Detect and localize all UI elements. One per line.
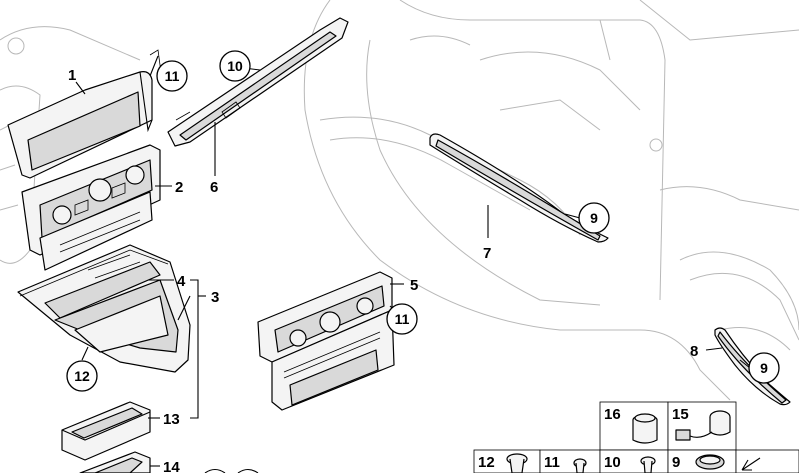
- part-2-climate-panel: [21, 144, 161, 271]
- callout-12: 12: [74, 368, 90, 384]
- callout-14: 14: [163, 459, 180, 473]
- callout-13: 13: [163, 411, 180, 428]
- part-16-lighter: [632, 413, 658, 444]
- direction-arrow-icon: [741, 457, 761, 471]
- part-7-door-trim: [429, 133, 609, 243]
- bottom-partial-callouts: [204, 468, 259, 473]
- callout-9-trim: 9: [760, 360, 768, 376]
- callout-11-panel: 11: [395, 311, 410, 327]
- callout-5: 5: [410, 277, 418, 294]
- callout-4: 4: [177, 273, 186, 290]
- table-label-16: 16: [604, 406, 621, 423]
- part-15-socket: [675, 410, 731, 441]
- circled-callouts: 11 10 12 11 9 9: [66, 50, 780, 392]
- parts-table-labels: 16 15 12 11 10 9: [478, 406, 689, 471]
- callout-11-top: 11: [165, 68, 180, 84]
- part-9-cap: [695, 454, 725, 470]
- part-12-clip: [506, 453, 528, 473]
- callout-6: 6: [210, 179, 218, 196]
- part-5-climate-panel-alt: [257, 271, 395, 411]
- parts-table: [473, 401, 799, 473]
- callout-9-door: 9: [590, 210, 598, 226]
- table-label-9: 9: [672, 454, 680, 471]
- callout-labels: 1 2 3 4 5 6 7 8 13 14: [68, 67, 698, 473]
- callout-7: 7: [483, 245, 491, 262]
- callout-3: 3: [211, 289, 219, 306]
- table-label-12: 12: [478, 454, 495, 471]
- part-13-tray: [61, 401, 151, 461]
- callout-1: 1: [68, 67, 76, 84]
- callout-8: 8: [690, 343, 698, 360]
- table-label-15: 15: [672, 406, 689, 423]
- table-label-11: 11: [544, 454, 560, 471]
- callout-10: 10: [227, 58, 243, 74]
- part-14-lower-tray: [79, 451, 151, 473]
- part-11-clip: [573, 458, 587, 473]
- part-3-center-console: [17, 244, 191, 373]
- part-6-trim-strip: [167, 17, 349, 147]
- table-label-10: 10: [604, 454, 621, 471]
- part-10-clip: [640, 456, 656, 473]
- callout-2: 2: [175, 179, 183, 196]
- part-1-display-trim: [7, 49, 163, 179]
